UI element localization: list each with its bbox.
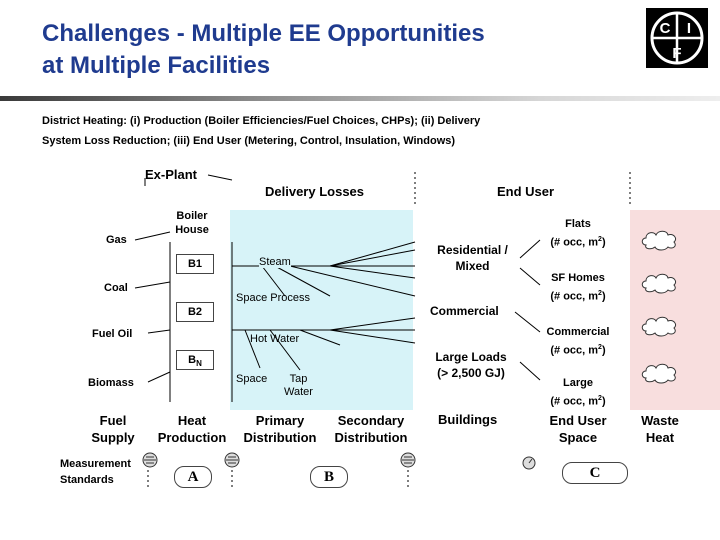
logo-letter-c: C xyxy=(660,20,671,37)
delivery-zone xyxy=(230,210,413,410)
space-label: Space xyxy=(236,373,268,385)
subtitle: District Heating: (i) Production (Boiler… xyxy=(42,111,480,151)
boiler-bn: BN xyxy=(176,350,214,370)
end-user-header: End User xyxy=(497,184,555,199)
hot-water-label: Hot Water xyxy=(250,333,300,345)
measurement-point-b: B xyxy=(310,466,348,488)
logo-letter-f: F xyxy=(672,45,681,62)
stage-end-user-space: End User Space xyxy=(549,413,607,445)
ex-plant-header: Ex-Plant xyxy=(145,167,198,182)
waste-heat-cloud-icon xyxy=(641,273,677,294)
meter-icon xyxy=(142,452,158,468)
meter-icon xyxy=(224,452,240,468)
commercial-end-use-label: Commercial (# occ, m2) xyxy=(546,326,610,357)
stage-primary-distribution: Primary Distribution xyxy=(243,413,317,445)
large-loads-label: Large Loads (> 2,500 GJ) xyxy=(435,350,507,380)
page-title: Challenges - Multiple EE Opportunities a… xyxy=(42,18,485,82)
cif-logo: C I F xyxy=(646,8,708,68)
title-divider xyxy=(0,96,720,101)
space-process-label: Space Process xyxy=(236,292,310,304)
large-end-use-label: Large (# occ, m2) xyxy=(550,377,606,408)
fuel-gas: Gas xyxy=(106,234,127,246)
subtitle-line-2: System Loss Reduction; (iii) End User (M… xyxy=(42,135,456,147)
waste-heat-cloud-icon xyxy=(641,316,677,337)
fuel-coal: Coal xyxy=(104,282,128,294)
subtitle-line-1: District Heating: (i) Production (Boiler… xyxy=(42,115,481,127)
logo-letter-i: I xyxy=(687,20,691,37)
commercial-label: Commercial xyxy=(430,304,499,318)
fuel-biomass: Biomass xyxy=(88,377,134,389)
stage-secondary-distribution: Secondary Distribution xyxy=(334,413,408,445)
title-line-1: Challenges - Multiple EE Opportunities xyxy=(42,20,485,47)
waste-heat-cloud-icon xyxy=(641,363,677,384)
tap-water-label: Tap Water xyxy=(284,373,313,398)
steam-label: Steam xyxy=(259,256,291,268)
stage-buildings: Buildings xyxy=(438,412,498,427)
boiler-b2: B2 xyxy=(176,302,214,322)
gauge-icon xyxy=(522,456,536,470)
title-line-2: at Multiple Facilities xyxy=(42,52,271,79)
boiler-house-label: Boiler House xyxy=(175,210,209,236)
waste-heat-cloud-icon xyxy=(641,230,677,251)
delivery-losses-header: Delivery Losses xyxy=(265,184,365,199)
stage-fuel-supply: Fuel Supply xyxy=(91,413,135,445)
stage-waste-heat: Waste Heat xyxy=(641,413,679,445)
boiler-b1: B1 xyxy=(176,254,214,274)
cif-logo-graphic: C I F xyxy=(650,11,704,65)
measurement-point-a: A xyxy=(174,466,212,488)
measurement-point-c: C xyxy=(562,462,628,484)
measurement-standards-label: Measurement Standards xyxy=(60,458,131,486)
flats-label: Flats (# occ, m2) xyxy=(550,218,606,249)
residential-label: Residential / Mixed xyxy=(437,243,508,273)
fuel-oil: Fuel Oil xyxy=(92,328,133,340)
stage-heat-production: Heat Production xyxy=(157,413,227,445)
meter-icon xyxy=(400,452,416,468)
sf-homes-label: SF Homes (# occ, m2) xyxy=(550,272,606,303)
